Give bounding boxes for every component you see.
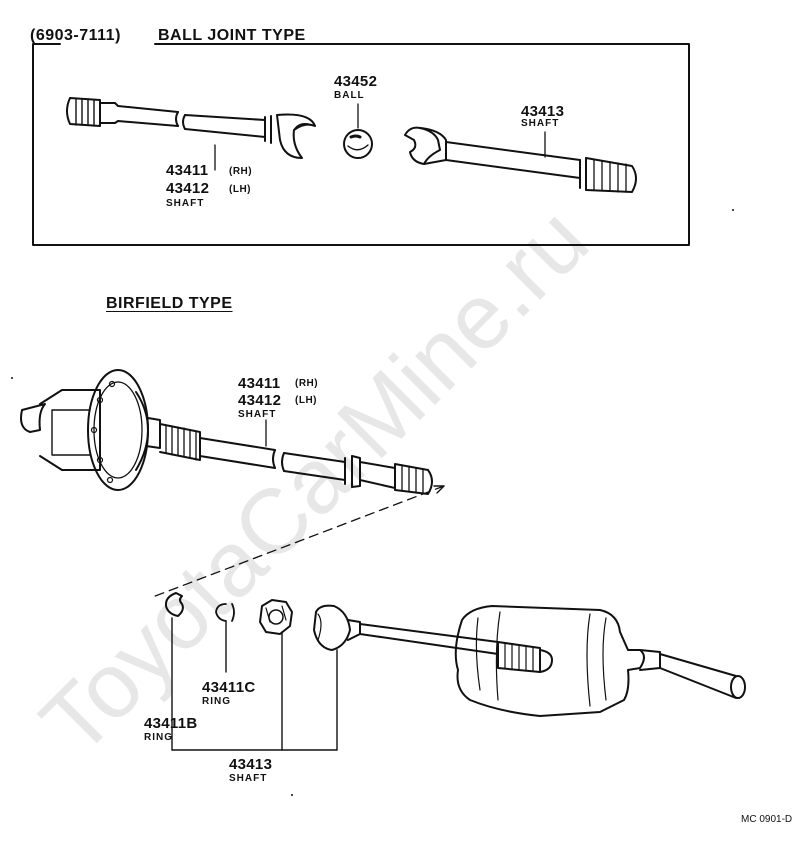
part-name-shaft-43413-top: SHAFT — [521, 118, 560, 129]
part-number-43411c: 43411C — [202, 679, 256, 696]
leaders-bottom — [171, 617, 338, 751]
part-number-43413-top: 43413 — [521, 103, 565, 120]
part-number-43413-bottom: 43413 — [229, 756, 273, 773]
part-name-shaft-43412-top: SHAFT — [166, 198, 205, 209]
nut — [259, 599, 293, 635]
part-number-43411-bottom: 43411 — [238, 375, 281, 392]
ball-joint-frame — [32, 43, 690, 246]
birfield-title: BIRFIELD TYPE — [106, 295, 233, 312]
suffix-rh-top: (RH) — [229, 166, 253, 177]
model-code: (6903-7111) — [30, 27, 121, 44]
inner-shaft-43411 — [66, 97, 316, 159]
leaders-top — [214, 103, 546, 171]
part-name-shaft-43413-bottom: SHAFT — [229, 773, 268, 784]
ball-joint-title: BALL JOINT TYPE — [158, 27, 306, 44]
part-name-ring-43411c: RING — [202, 696, 231, 707]
drawing-code: MC 0901-D — [741, 814, 793, 825]
part-number-43452: 43452 — [334, 73, 378, 90]
outer-shaft-43413-birfield — [313, 604, 553, 673]
part-name-shaft-43412-bottom: SHAFT — [238, 409, 277, 420]
outer-shaft-43413 — [404, 126, 637, 193]
suffix-lh-top: (LH) — [229, 184, 251, 195]
birfield-shaft-43411 — [159, 423, 433, 495]
part-number-43411b: 43411B — [144, 715, 198, 732]
part-number-43412-bottom: 43412 — [238, 392, 282, 409]
part-name-ring-43411b: RING — [144, 732, 173, 743]
differential-flange — [20, 369, 161, 491]
part-number-43411-top: 43411 — [166, 162, 209, 179]
suffix-lh-bottom: (LH) — [295, 395, 317, 406]
part-number-43412-top: 43412 — [166, 180, 210, 197]
cv-boot — [454, 605, 746, 717]
assembly-arrows — [433, 485, 445, 494]
assembly-line — [149, 485, 445, 599]
suffix-rh-bottom: (RH) — [295, 378, 319, 389]
part-name-ball: BALL — [334, 90, 365, 101]
ring-43411c — [215, 603, 235, 622]
ball-43452 — [343, 129, 373, 159]
ring-43411b — [164, 592, 184, 617]
